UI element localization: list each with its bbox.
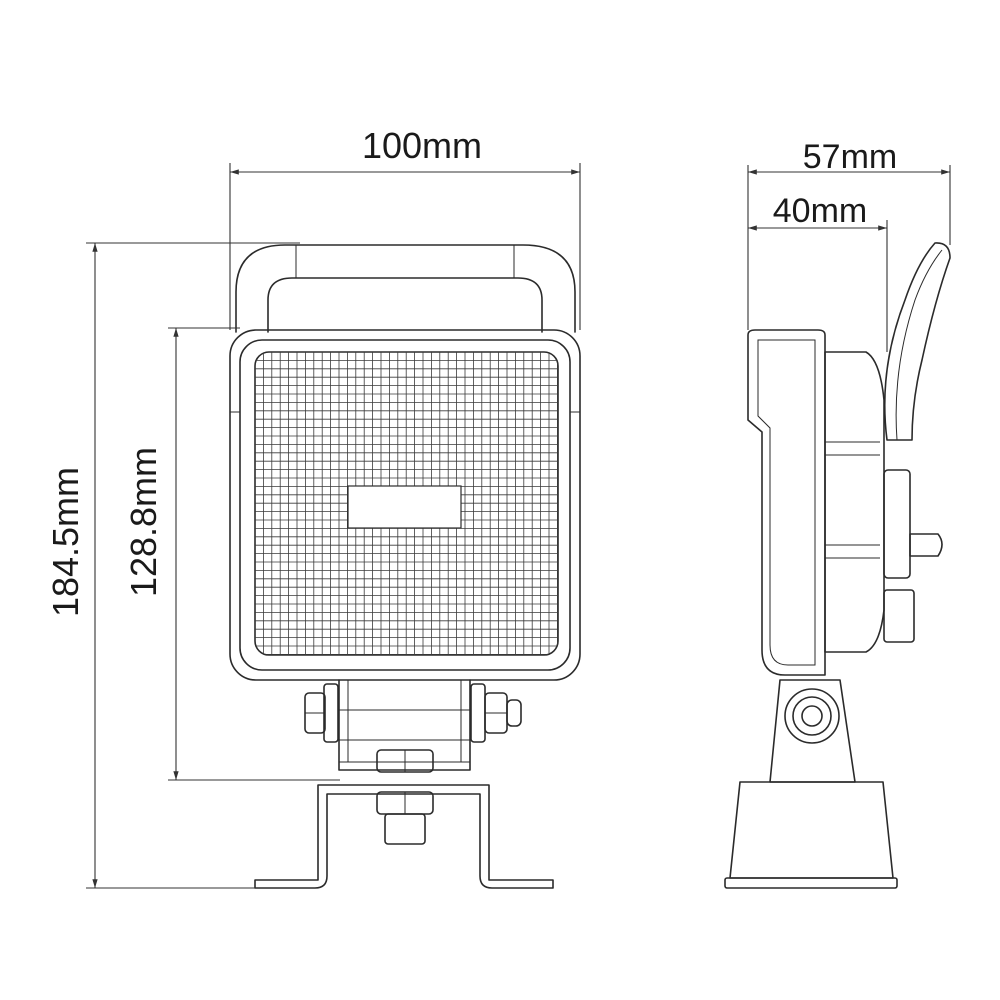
side-view	[724, 242, 951, 889]
dim-lens-height-label: 128.8mm	[123, 447, 164, 597]
side-switch	[909, 533, 943, 557]
lens-grid	[255, 352, 558, 655]
nut-top	[376, 749, 434, 773]
side-body	[747, 329, 826, 676]
side-heatsink	[824, 351, 885, 653]
dim-body-depth-label: 40mm	[773, 192, 867, 230]
bolt-right	[470, 683, 522, 743]
dimension-lines	[86, 163, 951, 889]
pivot-inner	[801, 705, 823, 727]
side-connector	[883, 469, 911, 579]
housing-outer	[229, 329, 581, 681]
side-handle	[883, 242, 951, 441]
magnet-base	[729, 781, 894, 879]
stud	[384, 813, 426, 845]
dim-total-depth-label: 57mm	[803, 138, 897, 176]
nut-bottom	[376, 791, 434, 815]
dim-width-label: 100mm	[362, 125, 482, 166]
pivot-outer	[784, 688, 840, 744]
logo-plate	[347, 485, 462, 529]
side-plug	[883, 589, 915, 643]
foot-plate	[254, 784, 554, 889]
housing-bezel	[239, 339, 571, 671]
dim-total-height-label: 184.5mm	[45, 467, 86, 617]
bolt-left	[304, 683, 339, 743]
handle-outer	[235, 244, 576, 333]
handle-inner	[267, 277, 543, 333]
dimension-labels: 100mm 184.5mm 128.8mm 57mm 40mm	[45, 125, 897, 617]
side-stand	[769, 679, 856, 783]
front-view	[229, 244, 581, 889]
